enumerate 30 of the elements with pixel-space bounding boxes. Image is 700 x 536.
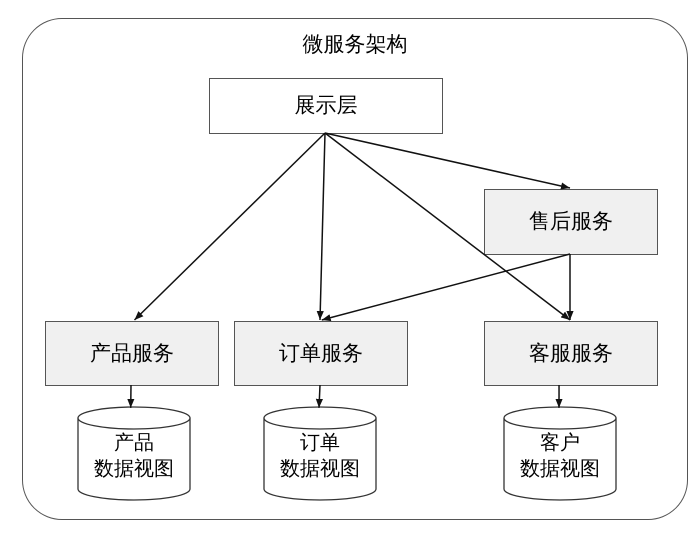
database-cylinder — [263, 406, 377, 501]
arrow — [316, 132, 326, 320]
node-label: 售后服务 — [529, 209, 613, 236]
service-box — [234, 321, 408, 386]
node-label: 客户 — [540, 431, 580, 456]
service-box — [484, 321, 658, 386]
container-label: 微服务架构 — [302, 32, 408, 58]
node-label: 数据视图 — [520, 457, 600, 482]
layer-box — [209, 78, 443, 134]
arrow — [316, 384, 323, 408]
service-box — [45, 321, 219, 386]
arrow — [127, 384, 134, 408]
node-label: 订单服务 — [279, 340, 363, 367]
node-label: 产品 — [114, 431, 154, 456]
node-label: 订单 — [300, 431, 340, 456]
arrow — [324, 132, 570, 190]
service-box — [484, 189, 658, 255]
arrow — [566, 254, 574, 320]
arrow — [555, 385, 563, 408]
node-label: 展示层 — [294, 93, 358, 120]
node-label: 产品服务 — [90, 340, 174, 367]
arrow — [322, 253, 570, 322]
node-label: 数据视图 — [94, 457, 174, 482]
database-cylinder — [77, 406, 191, 501]
node-label: 数据视图 — [280, 457, 360, 482]
node-label: 客服服务 — [529, 340, 613, 367]
arrow — [324, 132, 570, 321]
database-cylinder — [503, 406, 617, 501]
container-frame — [22, 18, 688, 520]
arrow — [134, 132, 326, 321]
